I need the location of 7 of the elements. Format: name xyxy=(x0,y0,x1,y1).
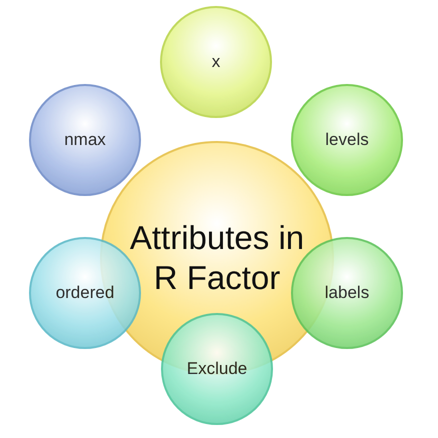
attribute-label: labels xyxy=(324,282,370,304)
attribute-label: ordered xyxy=(56,282,114,304)
attribute-label: Exclude xyxy=(186,358,248,380)
attribute-label: nmax xyxy=(64,130,106,150)
attribute-label: levels xyxy=(325,130,369,150)
attribute-label: x xyxy=(212,52,220,72)
center-title: Attributes in R Factor xyxy=(128,218,306,298)
